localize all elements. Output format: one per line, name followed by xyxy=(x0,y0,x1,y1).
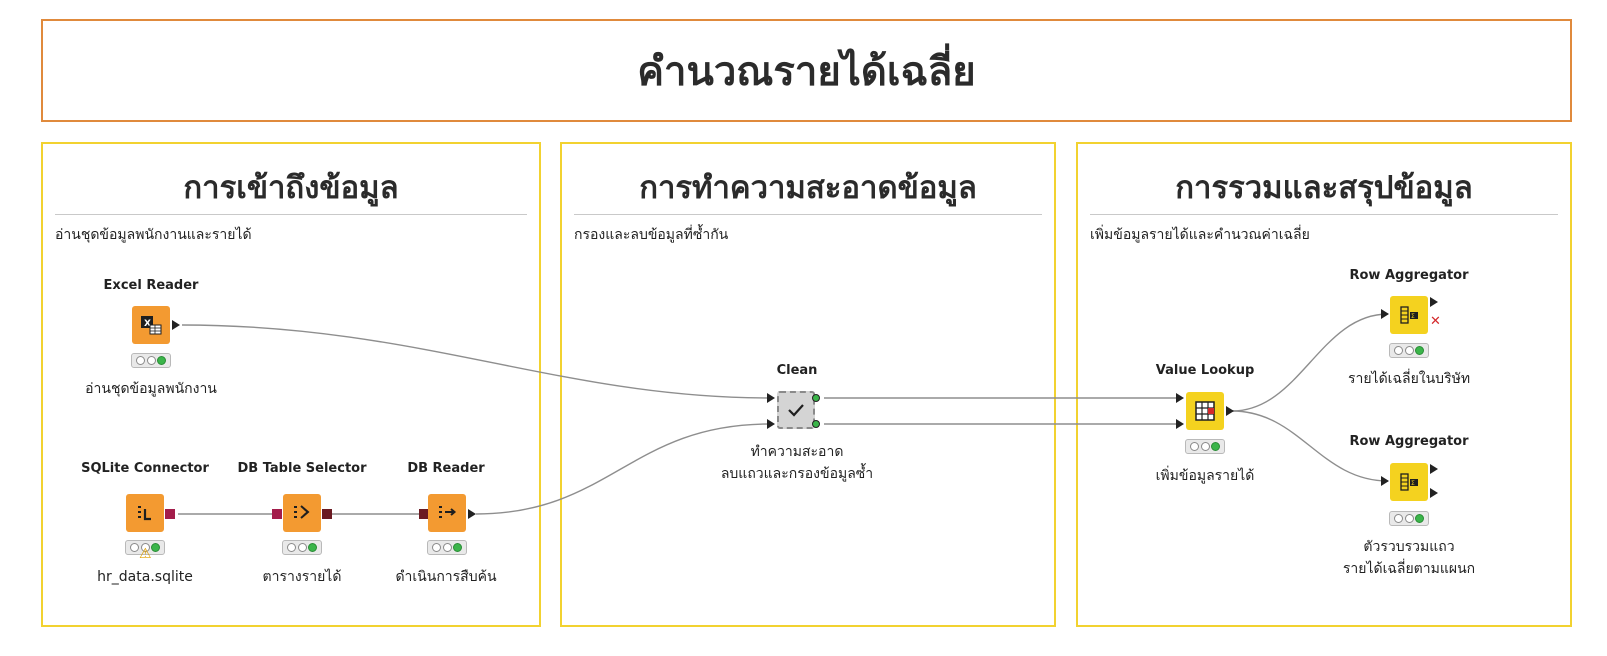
sqlite-icon xyxy=(138,506,151,521)
svg-text:Σ: Σ xyxy=(1411,480,1415,487)
node-annotation: ทำความสะอาด ลบแถวและกรองข้อมูลซ้ำ xyxy=(721,441,873,485)
clean-metanode[interactable] xyxy=(777,391,815,429)
node-annotation: ตัวรวบรวมแถว รายได้เฉลี่ยตามแผนก xyxy=(1343,536,1475,580)
database-output-port[interactable] xyxy=(165,509,175,519)
node-label-clean: Clean xyxy=(776,363,818,378)
section-aggregation[interactable]: การรวมและสรุปข้อมูล เพิ่มข้อมูลรายได้และ… xyxy=(1076,142,1572,627)
annotation-line: เพิ่มข้อมูลรายได้ xyxy=(1155,468,1255,484)
annotation-line: ดำเนินการสืบค้น xyxy=(395,569,497,585)
annotation-line: ลบแถวและกรองข้อมูลซ้ำ xyxy=(720,466,874,482)
section-title: การรวมและสรุปข้อมูล xyxy=(1175,170,1473,206)
node-label-excel-reader: Excel Reader xyxy=(103,278,199,293)
output-port[interactable] xyxy=(1226,406,1234,416)
database-input-port[interactable] xyxy=(272,509,282,519)
svg-text:Σ: Σ xyxy=(1411,313,1415,320)
node-label-sqlite-connector: SQLite Connector xyxy=(81,461,209,476)
node-label-db-table-selector: DB Table Selector xyxy=(237,461,367,476)
output-port[interactable] xyxy=(172,320,180,330)
node-status-lights xyxy=(427,540,467,555)
node-status-lights xyxy=(1389,343,1429,358)
checkmark-icon xyxy=(788,404,804,417)
node-annotation: รายได้เฉลี่ยในบริษัท xyxy=(1348,368,1470,390)
node-status-lights xyxy=(1389,511,1429,526)
section-description: กรองและลบข้อมูลที่ซ้ำกัน xyxy=(574,227,729,243)
output-port-2[interactable] xyxy=(812,420,820,428)
section-description: เพิ่มข้อมูลรายได้และคำนวณค่าเฉลี่ย xyxy=(1090,227,1310,243)
db-table-selector-node[interactable] xyxy=(283,494,321,532)
annotation-line: ทำความสะอาด xyxy=(750,444,844,460)
row-aggregator-node-1[interactable]: Σ xyxy=(1390,296,1428,334)
row-aggregator-node-2[interactable]: Σ xyxy=(1390,463,1428,501)
node-status-lights xyxy=(125,540,165,555)
lookup-grid-icon xyxy=(1195,401,1215,421)
value-lookup-node[interactable] xyxy=(1186,392,1224,430)
workflow-title-box: คำนวณรายได้เฉลี่ย xyxy=(41,19,1572,122)
node-annotation: อ่านชุดข้อมูลพนักงาน xyxy=(85,378,217,400)
annotation-line: อ่านชุดข้อมูลพนักงาน xyxy=(85,381,217,397)
input-port[interactable] xyxy=(1381,476,1389,486)
annotation-line: ตารางรายได้ xyxy=(262,569,342,585)
output-port-1[interactable] xyxy=(1430,297,1438,307)
sqlite-connector-node[interactable] xyxy=(126,494,164,532)
node-status-lights xyxy=(131,353,171,368)
node-status-lights xyxy=(282,540,322,555)
input-port-2[interactable] xyxy=(767,419,775,429)
aggregator-icon: Σ xyxy=(1400,473,1418,491)
annotation-line: hr_data.sqlite xyxy=(97,569,193,585)
node-annotation: ตารางรายได้ xyxy=(263,566,342,588)
section-description: อ่านชุดข้อมูลพนักงานและรายได้ xyxy=(55,227,252,243)
annotation-line: ตัวรวบรวมแถว xyxy=(1363,539,1455,555)
svg-text:X: X xyxy=(144,319,151,329)
node-status-lights xyxy=(1185,439,1225,454)
section-divider xyxy=(55,214,527,215)
section-title: การทำความสะอาดข้อมูล xyxy=(639,170,977,206)
section-divider xyxy=(1090,214,1558,215)
input-port[interactable] xyxy=(1381,309,1389,319)
annotation-line: รายได้เฉลี่ยในบริษัท xyxy=(1347,371,1471,387)
node-label-db-reader: DB Reader xyxy=(407,461,485,476)
excel-icon: X xyxy=(141,316,162,335)
node-annotation: hr_data.sqlite xyxy=(97,566,193,588)
node-label-row-aggregator: Row Aggregator xyxy=(1349,268,1469,283)
section-data-cleaning[interactable]: การทำความสะอาดข้อมูล กรองและลบข้อมูลที่ซ… xyxy=(560,142,1056,627)
input-port-2[interactable] xyxy=(1176,419,1184,429)
section-title: การเข้าถึงข้อมูล xyxy=(183,170,399,206)
database-input-port[interactable] xyxy=(419,509,429,519)
warning-icon: ⚠ xyxy=(139,546,152,562)
section-data-access[interactable]: การเข้าถึงข้อมูล อ่านชุดข้อมูลพนักงานและ… xyxy=(41,142,541,627)
output-port[interactable] xyxy=(468,509,476,519)
db-reader-icon xyxy=(439,506,457,518)
node-label-row-aggregator: Row Aggregator xyxy=(1349,434,1469,449)
section-divider xyxy=(574,214,1042,215)
node-label-value-lookup: Value Lookup xyxy=(1155,363,1255,378)
input-port-1[interactable] xyxy=(767,393,775,403)
input-port-1[interactable] xyxy=(1176,393,1184,403)
annotation-line: รายได้เฉลี่ยตามแผนก xyxy=(1342,561,1476,577)
output-port-2[interactable] xyxy=(1430,488,1438,498)
aggregator-icon: Σ xyxy=(1400,306,1418,324)
workflow-title: คำนวณรายได้เฉลี่ย xyxy=(637,48,976,95)
db-reader-node[interactable] xyxy=(428,494,466,532)
db-table-selector-icon xyxy=(294,505,310,519)
database-output-port[interactable] xyxy=(322,509,332,519)
node-annotation: ดำเนินการสืบค้น xyxy=(395,566,496,588)
node-annotation: เพิ่มข้อมูลรายได้ xyxy=(1156,465,1255,487)
error-icon: ✕ xyxy=(1430,314,1441,329)
output-port-1[interactable] xyxy=(1430,464,1438,474)
excel-reader-node[interactable]: X xyxy=(132,306,170,344)
output-port-1[interactable] xyxy=(812,394,820,402)
